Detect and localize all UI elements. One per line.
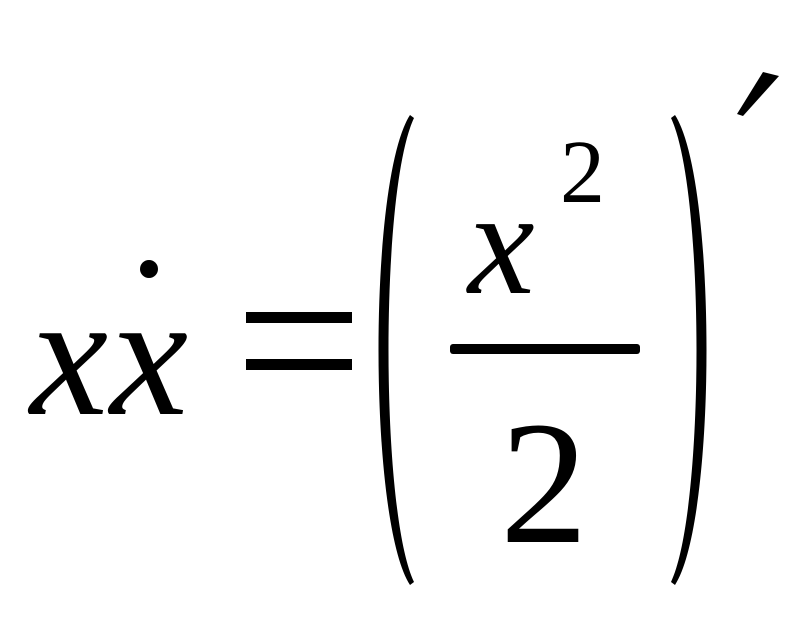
right-parenthesis: [671, 115, 707, 585]
time-derivative-dot: [140, 260, 158, 278]
denominator: 2: [500, 386, 588, 581]
prime-mark: [737, 72, 779, 116]
numerator-exponent: 2: [560, 123, 605, 222]
lhs-variable-x: x: [30, 258, 109, 453]
left-parenthesis: [378, 115, 414, 585]
fraction-bar: [450, 344, 640, 354]
equals-bar-top: [246, 312, 352, 323]
equals-bar-bottom: [246, 359, 352, 370]
lhs-variable-x-dot: x: [110, 258, 189, 453]
numerator-variable-x: x: [468, 160, 535, 326]
